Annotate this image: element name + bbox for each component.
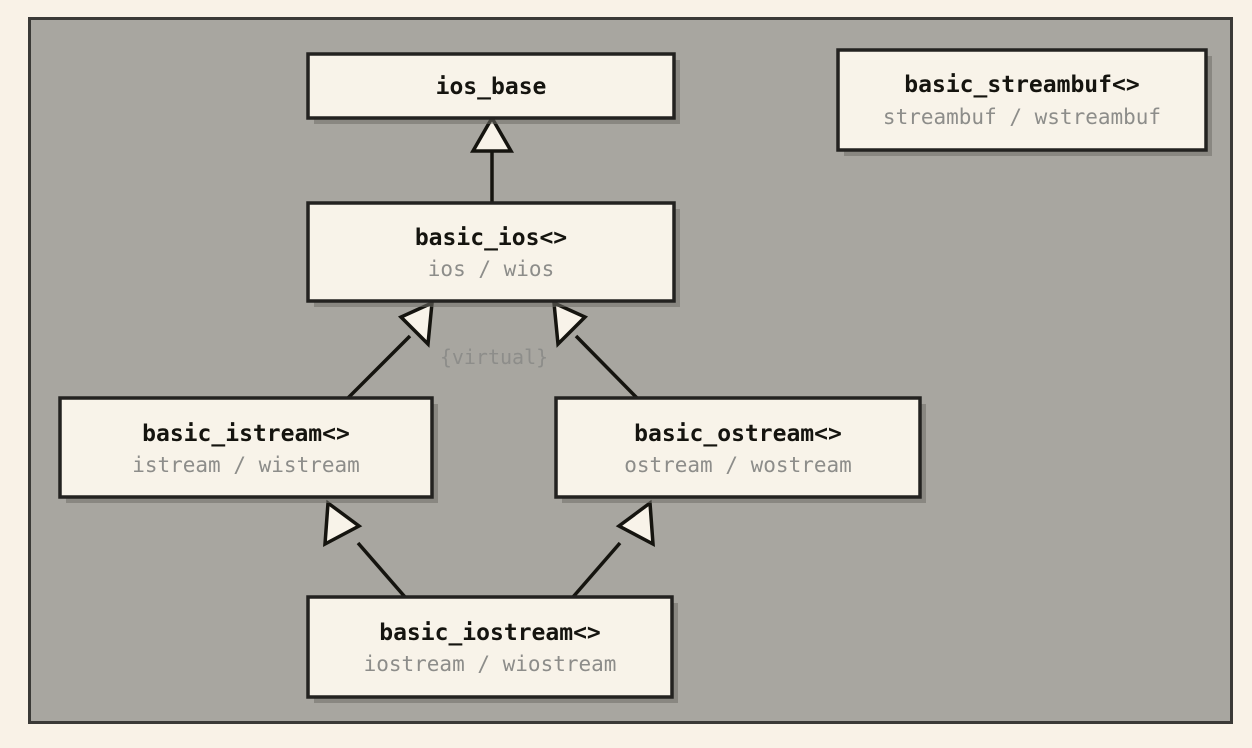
edge-line-basic-ostream-to-basic-ios [574,334,639,400]
generalization-arrowhead-icon [397,300,435,348]
edge-basic-ios-to-ios-base [469,114,515,203]
class-box-basic-ostream[interactable]: basic_ostream<> ostream / wostream [554,396,926,503]
class-box-outline [58,396,434,499]
class-box-basic-streambuf[interactable]: basic_streambuf<> streambuf / wstreambuf [836,48,1212,156]
class-box-outline [306,201,676,303]
edge-basic-ostream-to-basic-ios [551,300,639,400]
class-title-ios-base: ios_base [436,74,547,100]
class-title-basic-iostream: basic_iostream<> [379,620,601,646]
class-title-basic-istream: basic_istream<> [142,421,350,447]
class-box-basic-iostream[interactable]: basic_iostream<> iostream / wiostream [306,595,678,703]
class-box-outline [306,595,674,699]
class-subtitle-basic-streambuf: streambuf / wstreambuf [883,105,1161,129]
class-title-basic-ios: basic_ios<> [415,225,567,251]
edge-basic-istream-to-basic-ios [346,300,435,400]
class-subtitle-basic-ios: ios / wios [428,257,554,281]
edge-line-basic-iostream-to-basic-istream [356,541,407,599]
class-title-basic-streambuf: basic_streambuf<> [904,72,1139,98]
class-box-basic-ios[interactable]: basic_ios<> ios / wios [306,201,680,307]
class-box-basic-istream[interactable]: basic_istream<> istream / wistream [58,396,438,503]
class-box-outline [554,396,922,499]
generalization-arrowhead-icon [469,114,515,153]
class-subtitle-basic-istream: istream / wistream [132,453,360,477]
generalization-arrowhead-icon [615,499,655,548]
class-title-basic-ostream: basic_ostream<> [634,421,842,447]
class-subtitle-basic-iostream: iostream / wiostream [364,652,617,676]
generalization-arrowhead-icon [323,499,363,548]
class-subtitle-basic-ostream: ostream / wostream [624,453,852,477]
edge-label-virtual: {virtual} [440,345,548,369]
class-box-outline [836,48,1208,152]
class-box-ios-base[interactable]: ios_base [306,52,680,124]
edge-line-basic-istream-to-basic-ios [346,334,412,400]
edge-basic-iostream-to-basic-istream [323,499,407,599]
edge-line-basic-iostream-to-basic-ostream [571,541,622,599]
generalization-arrowhead-icon [551,300,589,348]
edge-basic-iostream-to-basic-ostream [571,499,655,599]
class-box-outline [306,52,676,120]
